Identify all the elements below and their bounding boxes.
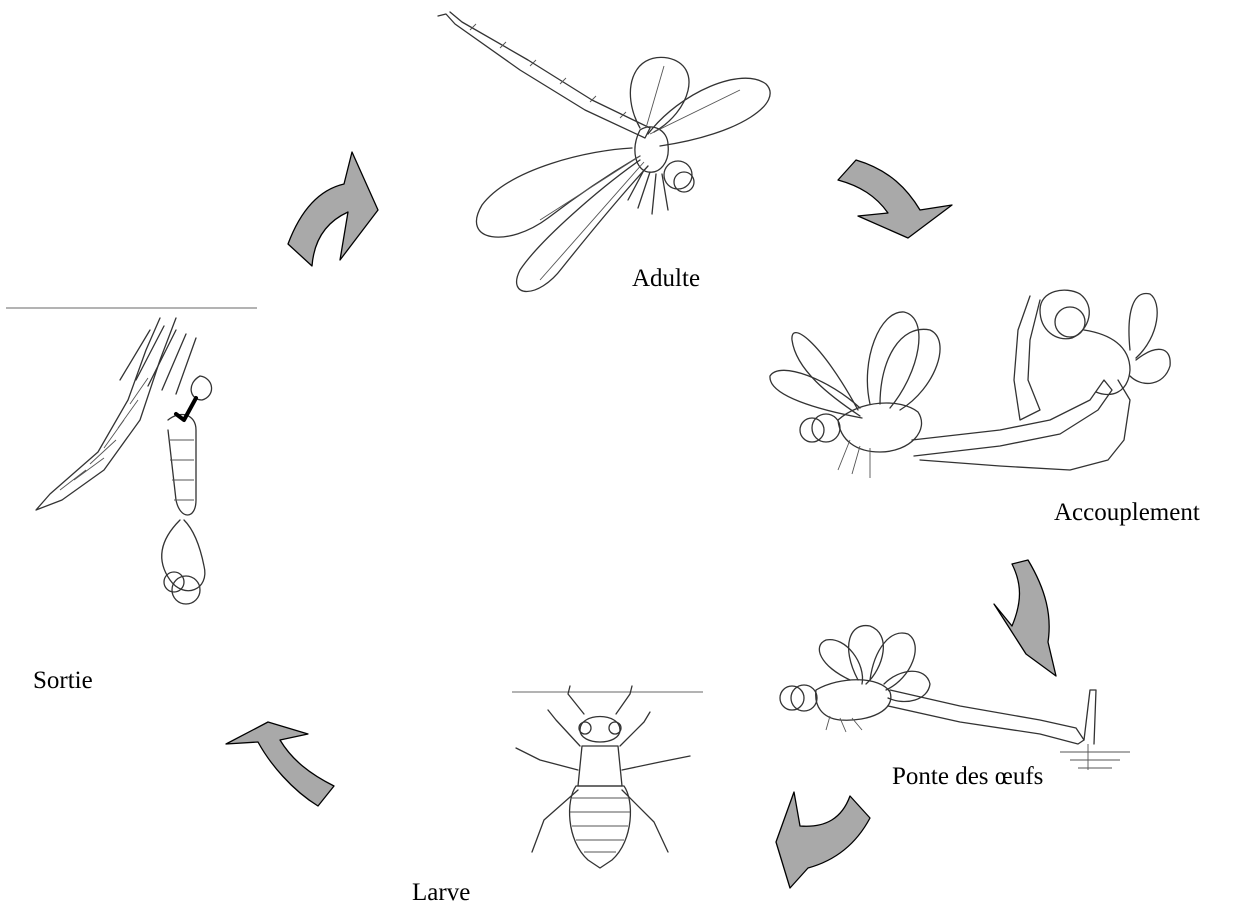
stage-label-emergence: Sortie [33,668,93,693]
stage-label-mating: Accouplement [1054,500,1200,525]
adult-dragonfly-drawing [438,12,770,292]
mating-pair-drawing [770,290,1170,478]
arrow-emergence-to-adult [288,152,378,266]
stage-label-egg-laying: Ponte des œufs [892,764,1043,789]
arrow-adult-to-mating [838,160,952,238]
larva-drawing [512,686,703,868]
emergence-drawing [6,308,257,604]
stage-label-adult: Adulte [632,266,700,291]
arrow-mating-to-egg-laying [994,560,1056,676]
egg-laying-drawing [780,626,1130,770]
stage-label-larva: Larve [412,880,470,905]
arrow-egg-laying-to-larva [776,792,870,888]
arrow-larva-to-emergence [226,722,334,806]
